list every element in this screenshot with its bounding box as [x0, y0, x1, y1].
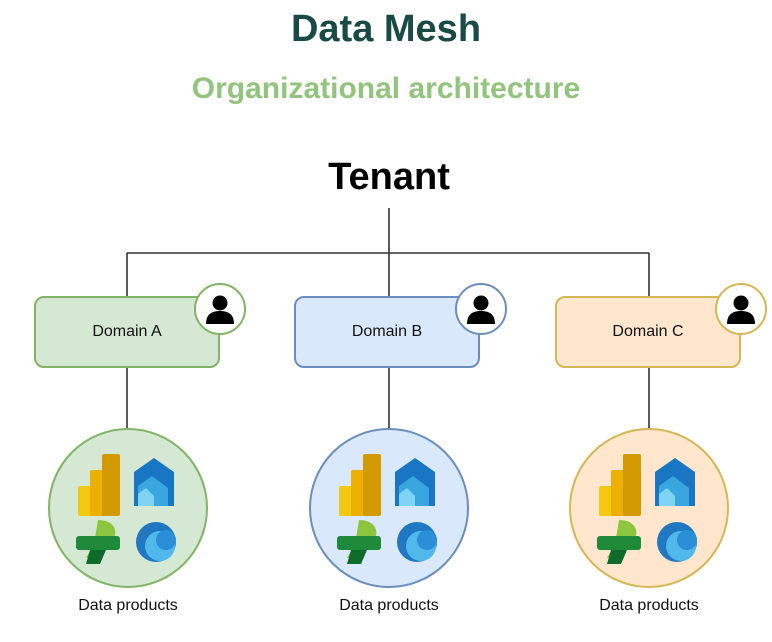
domain-a-owner[interactable]: [194, 283, 246, 335]
power-bi-icon: [599, 454, 641, 516]
person-icon: [467, 295, 495, 324]
domain-c-products[interactable]: [569, 428, 729, 588]
domain-b-box[interactable]: Domain B: [294, 296, 480, 368]
domain-c-owner[interactable]: [715, 283, 767, 335]
product-icons: [76, 454, 176, 564]
domain-a-products-label: Data products: [78, 597, 178, 614]
domain-a-label: Domain A: [92, 323, 162, 340]
data-factory-icon: [655, 458, 695, 506]
synapse-icon: [337, 520, 381, 564]
cosmos-icon: [397, 522, 437, 562]
domain-c-box[interactable]: Domain C: [555, 296, 741, 368]
data-factory-icon: [134, 458, 174, 506]
domain-b-label: Domain B: [351, 323, 423, 340]
person-icon: [727, 295, 755, 324]
domain-b-products-label: Data products: [339, 597, 439, 614]
power-bi-icon: [339, 454, 381, 516]
synapse-icon: [597, 520, 641, 564]
domain-b-products[interactable]: [309, 428, 469, 588]
cosmos-icon: [136, 522, 176, 562]
product-icons: [337, 454, 437, 564]
cosmos-icon: [657, 522, 697, 562]
tenant-label: Tenant: [328, 156, 450, 198]
domain-a-box[interactable]: Domain A: [34, 296, 220, 368]
domain-c-products-label: Data products: [599, 597, 699, 614]
domain-a-products[interactable]: [48, 428, 208, 588]
page-subtitle: Organizational architecture: [191, 72, 581, 105]
domain-b-owner[interactable]: [455, 283, 507, 335]
power-bi-icon: [78, 454, 120, 516]
product-icons: [597, 454, 697, 564]
domain-c-label: Domain C: [612, 323, 684, 340]
data-factory-icon: [395, 458, 435, 506]
person-icon: [206, 295, 234, 324]
synapse-icon: [76, 520, 120, 564]
page-title: Data Mesh: [290, 8, 482, 50]
